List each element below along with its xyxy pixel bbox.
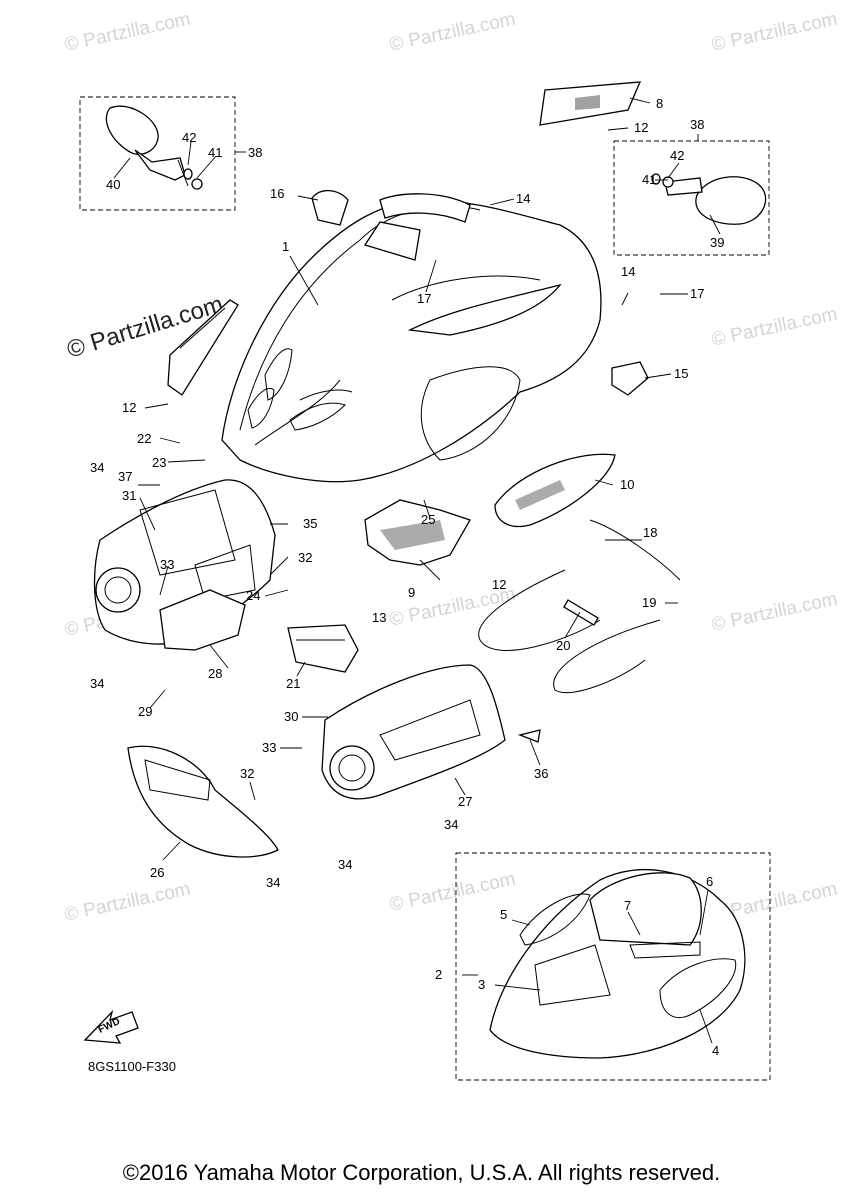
windshield-assembly xyxy=(455,852,771,1081)
callout-17a: 17 xyxy=(417,291,431,306)
front-cowl xyxy=(221,193,602,483)
right-grill-10 xyxy=(494,453,616,528)
callout-5: 5 xyxy=(500,907,507,922)
callout-32a: 32 xyxy=(298,550,312,565)
callout-41a: 41 xyxy=(208,145,222,160)
callout-39: 39 xyxy=(710,235,724,250)
callout-16: 16 xyxy=(270,186,284,201)
callout-36: 36 xyxy=(534,766,548,781)
callout-7: 7 xyxy=(624,898,631,913)
callout-17b: 17 xyxy=(690,286,704,301)
callout-34b: 34 xyxy=(90,676,104,691)
callout-12b: 12 xyxy=(634,120,648,135)
callout-14a: 14 xyxy=(516,191,530,206)
callout-40: 40 xyxy=(106,177,120,192)
diagram-code: 8GS1100-F330 xyxy=(88,1059,176,1074)
left-lens-trim xyxy=(167,299,239,396)
callout-13: 13 xyxy=(372,610,386,625)
cable-18 xyxy=(478,519,681,694)
callout-42a: 42 xyxy=(182,130,196,145)
callout-32b: 32 xyxy=(240,766,254,781)
callout-12a: 12 xyxy=(122,400,136,415)
callout-27: 27 xyxy=(458,794,472,809)
callout-23: 23 xyxy=(152,455,166,470)
callout-37: 37 xyxy=(118,469,132,484)
callout-9: 9 xyxy=(408,585,415,600)
callout-2: 2 xyxy=(435,967,442,982)
callout-35: 35 xyxy=(303,516,317,531)
callout-33b: 33 xyxy=(262,740,276,755)
callout-34c: 34 xyxy=(444,817,458,832)
center-grill-9 xyxy=(364,499,471,566)
glove-box-21 xyxy=(287,624,359,673)
visor-trim-16 xyxy=(311,190,349,226)
callout-24: 24 xyxy=(246,588,260,603)
callout-3: 3 xyxy=(478,977,485,992)
callout-6: 6 xyxy=(706,874,713,889)
callout-30: 30 xyxy=(284,709,298,724)
callout-19: 19 xyxy=(642,595,656,610)
callout-33a: 33 xyxy=(160,557,174,572)
callout-15: 15 xyxy=(674,366,688,381)
left-lower-cover-28 xyxy=(159,589,246,651)
callout-26: 26 xyxy=(150,865,164,880)
callout-labels: 1 1 2 3 4 5 6 7 8 9 10 12 12 12 13 14 14… xyxy=(90,96,724,1058)
fwd-arrow-icon: FWD xyxy=(83,1009,139,1044)
callout-34a: 34 xyxy=(90,460,104,475)
leader-lines xyxy=(113,97,721,1044)
callout-31: 31 xyxy=(122,488,136,503)
callout-4: 4 xyxy=(712,1043,719,1058)
callout-42b: 42 xyxy=(670,148,684,163)
mirror-assembly-left xyxy=(79,96,246,211)
callout-20: 20 xyxy=(556,638,570,653)
callout-38a: 38 xyxy=(248,145,262,160)
callout-12c: 12 xyxy=(492,577,506,592)
copyright-notice: ©2016 Yamaha Motor Corporation, U.S.A. A… xyxy=(122,1160,721,1185)
callout-21: 21 xyxy=(286,676,300,691)
callout-10: 10 xyxy=(620,477,634,492)
callout-28: 28 xyxy=(208,666,222,681)
callout-18: 18 xyxy=(643,525,657,540)
bracket-15 xyxy=(611,361,649,396)
callout-34e: 34 xyxy=(266,875,280,890)
right-side-panel xyxy=(321,664,541,800)
callout-25: 25 xyxy=(421,512,435,527)
callout-14b: 14 xyxy=(621,264,635,279)
callout-34d: 34 xyxy=(338,857,352,872)
mirror-assembly-right xyxy=(613,140,770,256)
callout-29: 29 xyxy=(138,704,152,719)
callout-8: 8 xyxy=(656,96,663,111)
headlight-8 xyxy=(539,81,642,126)
callout-1: 1 xyxy=(282,239,289,254)
lower-left-cowl xyxy=(127,745,279,858)
callout-38b: 38 xyxy=(690,117,704,132)
callout-22: 22 xyxy=(137,431,151,446)
callout-41b: 41 xyxy=(642,172,656,187)
